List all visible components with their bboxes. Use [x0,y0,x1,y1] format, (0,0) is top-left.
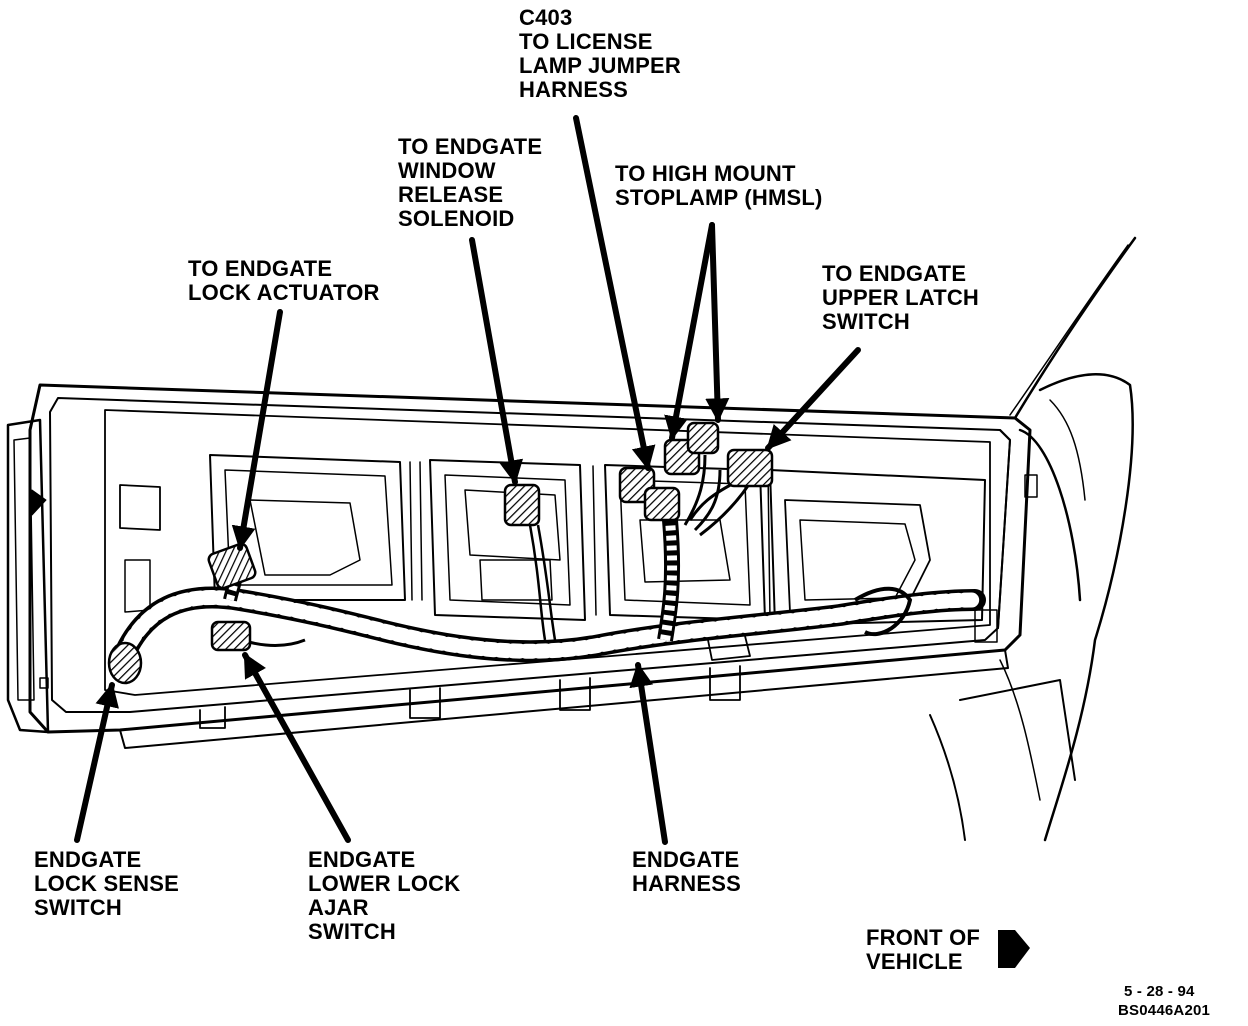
arrow-endgate-harness [629,662,668,845]
arrow-c403 [573,115,656,471]
arrow-upper-latch [765,347,861,451]
label-upper-latch-switch: TO ENDGATE UPPER LATCH SWITCH [822,261,980,334]
arrow-window-release [469,237,524,485]
lower-lock-ajar-connector [210,620,252,652]
arrow-lock-actuator [231,309,283,551]
upper-latch-connector [726,448,774,488]
front-arrow-icon [998,930,1030,968]
label-window-release-solenoid: TO ENDGATE WINDOW RELEASE SOLENOID [398,134,543,231]
endgate-panel [6,383,1038,749]
vehicle-body [929,236,1137,842]
label-date-code: 5 - 28 - 94 BS0446A201 [1118,983,1211,1019]
arrow-lock-sense [74,682,119,843]
harness-bundle [109,454,986,676]
arrow-hmsl-right [705,222,730,423]
label-front-of-vehicle: FRONT OF VEHICLE [866,925,981,974]
c403-connector-b [643,486,681,522]
label-lock-sense-switch: ENDGATE LOCK SENSE SWITCH [34,847,180,920]
solenoid-connector [503,483,541,527]
leader-arrows [74,115,861,845]
label-c403: C403 TO LICENSE LAMP JUMPER HARNESS [519,5,681,102]
hmsl-connector-b [686,421,720,455]
label-lock-actuator: TO ENDGATE LOCK ACTUATOR [188,256,380,305]
lock-sense-switch [107,641,143,685]
lock-actuator-connector [207,542,257,590]
label-lower-lock-ajar-switch: ENDGATE LOWER LOCK AJAR SWITCH [308,847,461,944]
label-hmsl: TO HIGH MOUNT STOPLAMP (HMSL) [615,161,823,210]
arrow-hmsl-left [664,222,715,441]
connectors [107,421,774,685]
arrow-lower-lock-ajar [242,652,351,843]
label-endgate-harness: ENDGATE HARNESS [632,847,741,896]
